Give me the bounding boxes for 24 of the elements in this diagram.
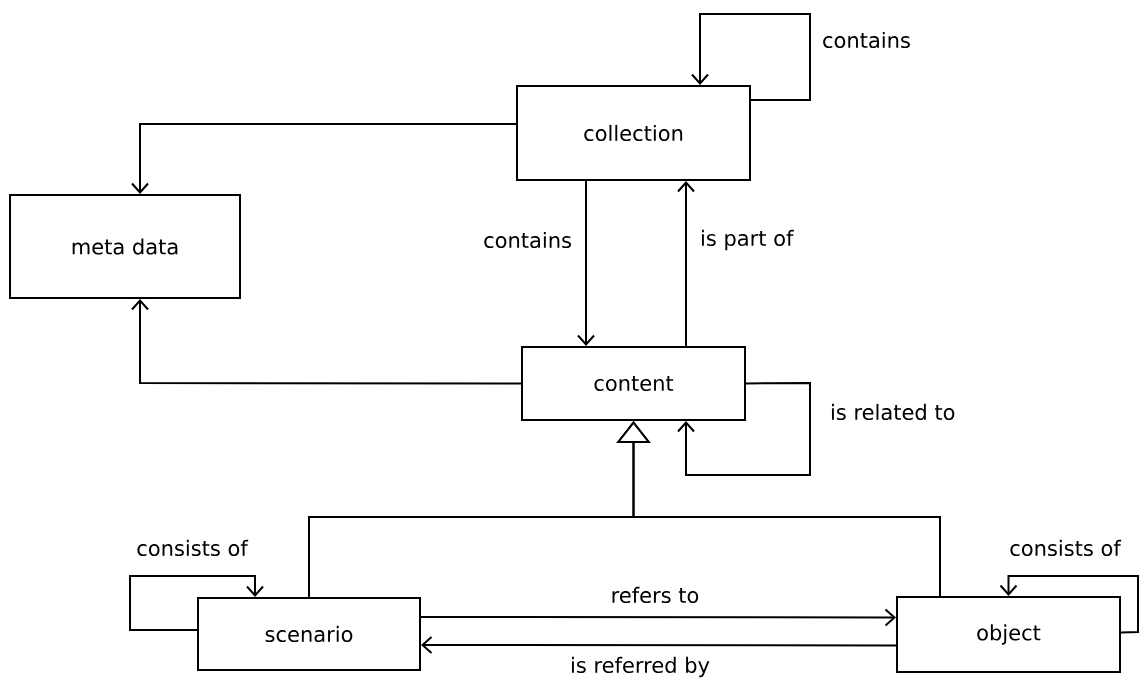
arrow bbox=[421, 636, 897, 654]
edge-label: is part of bbox=[702, 229, 794, 251]
entity-box: object bbox=[896, 596, 1121, 673]
arrow bbox=[577, 180, 595, 346]
entity-box: meta data bbox=[9, 194, 241, 299]
edge-label: contains bbox=[823, 31, 910, 49]
arrow bbox=[999, 575, 1139, 634]
arrow bbox=[691, 13, 811, 101]
arrow bbox=[131, 299, 522, 385]
arrow bbox=[129, 575, 264, 631]
entity-box: collection bbox=[516, 85, 751, 181]
arrow bbox=[131, 123, 517, 194]
edge-label: consists of bbox=[137, 539, 249, 557]
edge-label: is referred by bbox=[572, 656, 710, 678]
arrow bbox=[420, 608, 896, 627]
entity-box: content bbox=[521, 346, 746, 421]
arrow bbox=[677, 181, 695, 347]
edge-label: consists of bbox=[1010, 539, 1122, 557]
generalization-arrow bbox=[616, 421, 941, 597]
arrow bbox=[677, 382, 811, 476]
edge-label: refers to bbox=[612, 586, 699, 604]
entity-box: scenario bbox=[197, 597, 421, 671]
edge-label: is related to bbox=[832, 403, 955, 421]
edge-label: contains bbox=[484, 231, 571, 249]
